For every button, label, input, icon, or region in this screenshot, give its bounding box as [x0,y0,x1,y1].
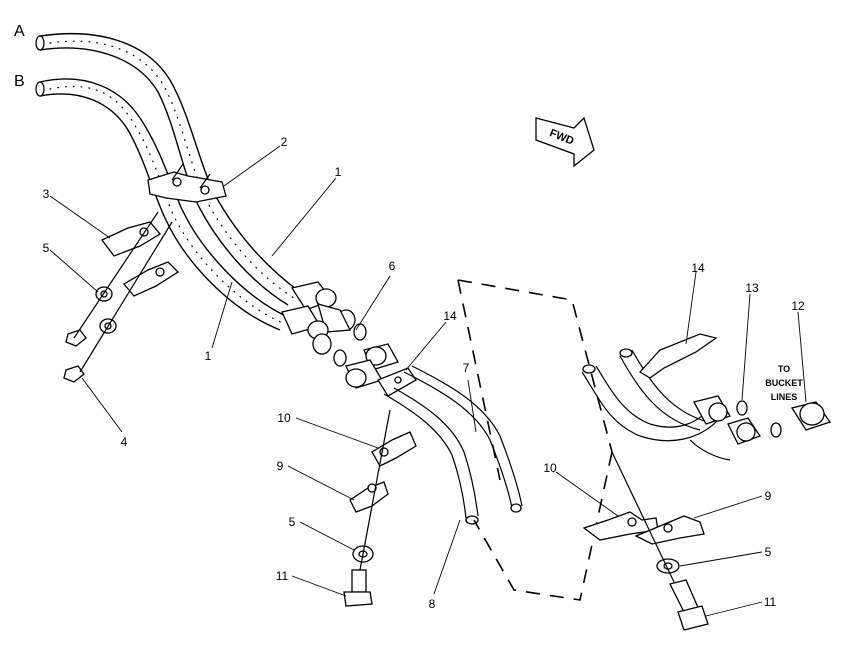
hose-label-a: A [14,23,25,40]
callout-4: 4 [121,435,128,449]
callout-5-left: 5 [43,241,50,255]
callout-9-right: 9 [765,489,772,503]
adapter-fittings-right [693,395,782,445]
callout-7: 7 [463,361,470,375]
callout-1-lower: 1 [205,349,212,363]
callout-14-center: 14 [443,309,457,323]
clamp-stack-left [63,211,180,383]
callout-13: 13 [745,281,759,295]
note-line-3: LINES [771,392,798,402]
clamp-stack-center [343,409,417,607]
callout-5-right: 5 [765,545,772,559]
callout-1-upper: 1 [335,165,342,179]
callout-12: 12 [791,299,805,313]
callout-10-right: 10 [543,461,557,475]
callout-14-right: 14 [691,261,705,275]
callout-9-center: 9 [277,459,284,473]
callout-2: 2 [281,135,288,149]
tube-7 [403,365,523,513]
clamp-stack-right [582,451,709,631]
callout-11-right: 11 [764,595,777,609]
tube-fittings-center [345,343,417,397]
fwd-arrow: FWD [535,116,595,168]
callout-3: 3 [43,187,50,201]
callout-5-center: 5 [289,515,296,529]
hose-a [35,33,301,306]
hose-fitting-lower [281,305,332,355]
bucket-lines-note: TO BUCKET LINES [765,364,803,402]
note-line-2: BUCKET [765,378,803,388]
bucket-tubes-right [581,348,731,461]
break-line-frame [457,279,613,601]
hose-b [35,78,291,331]
note-line-1: TO [778,364,790,374]
callout-8: 8 [429,597,436,611]
cap-12 [790,401,832,431]
callout-6: 6 [389,259,396,273]
clamp-14-right [638,333,718,379]
callouts: 1 1 2 3 4 5 6 14 7 8 10 9 5 11 14 13 12 … [43,135,805,611]
callout-10-center: 10 [277,411,291,425]
callout-11-center: 11 [276,569,289,583]
hose-fitting-upper [290,281,356,333]
hose-label-b: B [14,73,25,90]
leader-lines [49,145,807,617]
clamp-top [147,163,227,203]
